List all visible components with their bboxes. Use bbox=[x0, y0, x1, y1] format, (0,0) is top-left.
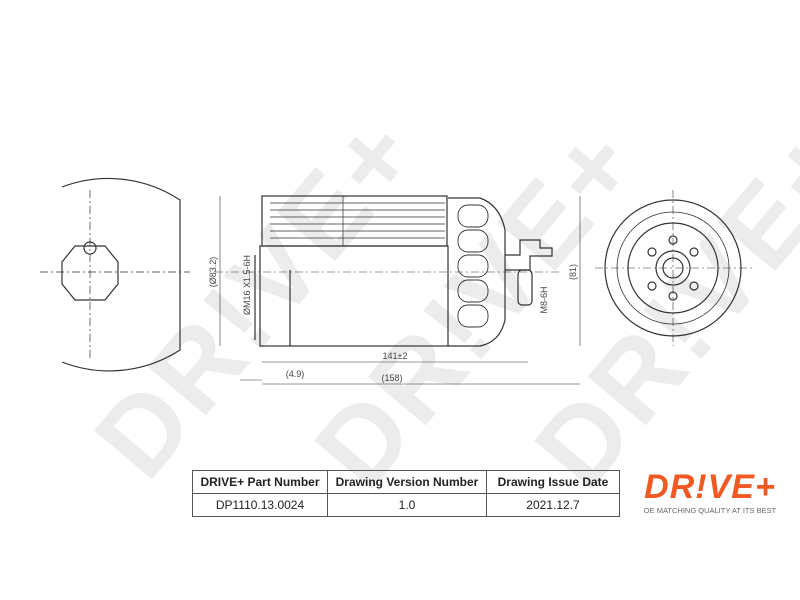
offset-dimension: (4.9) bbox=[286, 369, 305, 379]
issue-date-value: 2021.12.7 bbox=[486, 493, 620, 517]
side-view bbox=[215, 195, 560, 347]
brand-logo: DR!VE+ OE MATCHING QUALITY AT ITS BEST bbox=[625, 470, 795, 518]
part-number-header: DRIVE+ Part Number bbox=[192, 470, 328, 494]
height-dimension: (81) bbox=[568, 264, 578, 280]
logo-tagline: OE MATCHING QUALITY AT ITS BEST bbox=[643, 506, 777, 515]
version-value: 1.0 bbox=[327, 493, 487, 517]
diameter-dimension: (Ø83.2) bbox=[208, 257, 218, 288]
end-view-right bbox=[595, 190, 752, 346]
dimension-lines bbox=[219, 196, 581, 385]
port-thread-dimension: M8-6H bbox=[539, 286, 549, 313]
version-header: Drawing Version Number bbox=[327, 470, 487, 494]
total-length-dimension: (158) bbox=[381, 373, 402, 383]
end-view-left bbox=[40, 177, 190, 372]
length-dimension: 141±2 bbox=[383, 351, 408, 361]
title-block: DRIVE+ Part Number Drawing Version Numbe… bbox=[192, 470, 620, 517]
thread-dimension: ØM16 X1.5-6H bbox=[242, 255, 252, 315]
issue-date-header: Drawing Issue Date bbox=[486, 470, 620, 494]
part-number-value: DP1110.13.0024 bbox=[192, 493, 328, 517]
logo-mark: DR!VE+ bbox=[644, 468, 776, 506]
